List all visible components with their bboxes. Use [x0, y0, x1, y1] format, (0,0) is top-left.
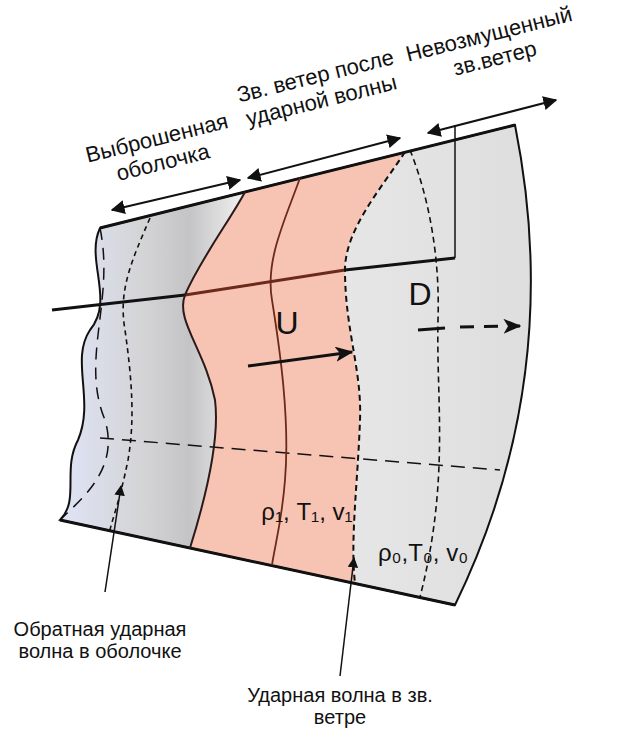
callout-label: Ударная волна в зв. ветре — [240, 684, 440, 729]
region-label: Выброшенная оболочка — [76, 107, 243, 193]
undisturbed-wind-region: Dρ₀,T₀, v₀ — [365, 250, 495, 590]
velocity-symbol: D — [400, 277, 440, 313]
parameter-text: ρ₀,T₀, v₀ — [373, 540, 473, 567]
region-label: Зв. ветер после ударной волны — [232, 44, 404, 132]
region-label: Невозмущенный зв.ветер — [399, 0, 586, 91]
velocity-symbol: U — [267, 306, 307, 342]
shocked-wind-region: Uρ₁, T₁, v₁ — [225, 290, 355, 580]
callout-label: Обратная ударная волна в оболочке — [5, 618, 195, 663]
parameter-text: ρ₁, T₁, v₁ — [260, 499, 355, 526]
